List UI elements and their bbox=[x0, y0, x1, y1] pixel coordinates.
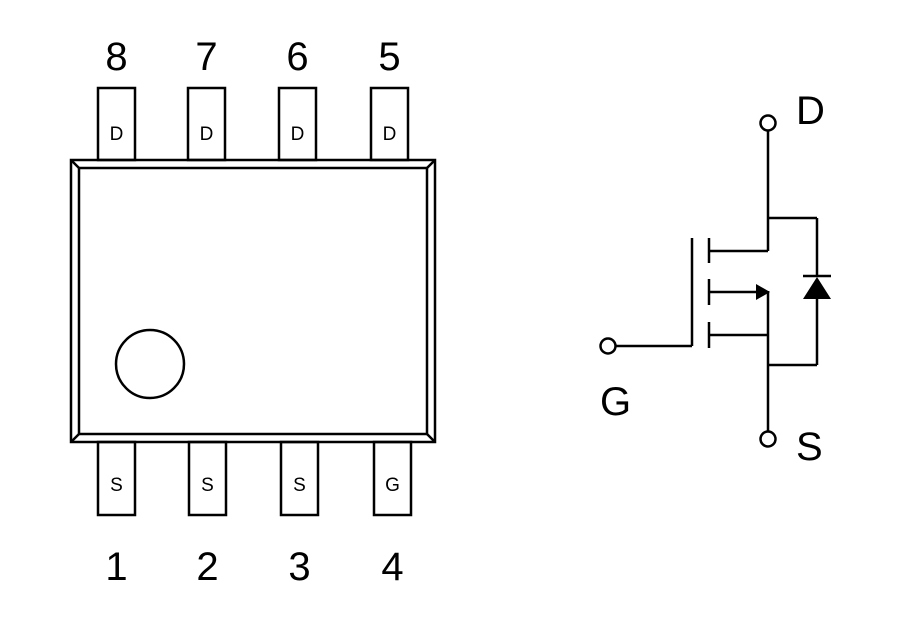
package-bevel bbox=[70, 159, 80, 169]
pin-number: 5 bbox=[378, 35, 400, 79]
bottom-pin-2: S 2 bbox=[187, 440, 228, 589]
pin-lead bbox=[279, 440, 320, 517]
source-terminal bbox=[759, 430, 777, 448]
pin-number: 3 bbox=[288, 545, 310, 589]
bottom-pin-3: S 3 bbox=[279, 440, 320, 589]
mosfet-symbol bbox=[599, 114, 831, 448]
top-pin-6: D 6 bbox=[277, 35, 318, 162]
top-pin-5: D 5 bbox=[369, 35, 410, 162]
package-bevel bbox=[426, 159, 436, 169]
pin-label: S bbox=[110, 475, 123, 496]
package-outer-edge bbox=[69, 158, 437, 444]
body-arrow-icon bbox=[756, 284, 770, 300]
pin-number: 7 bbox=[195, 35, 217, 79]
pin-number: 1 bbox=[105, 545, 127, 589]
bottom-pin-1: S 1 bbox=[96, 440, 137, 589]
pin-number: 8 bbox=[105, 35, 127, 79]
package-bevel bbox=[70, 433, 80, 443]
gate-terminal bbox=[599, 337, 617, 355]
pin-label: D bbox=[383, 124, 397, 145]
drain-terminal bbox=[759, 114, 777, 132]
pin-lead bbox=[186, 86, 227, 162]
pin1-marker-circle bbox=[114, 328, 186, 400]
pin-number: 6 bbox=[286, 35, 308, 79]
pin-lead bbox=[372, 440, 413, 517]
drain-label: D bbox=[796, 89, 825, 133]
pin-label: D bbox=[291, 124, 305, 145]
diode-triangle-icon bbox=[803, 277, 831, 299]
so8-package bbox=[69, 158, 437, 444]
pin-label: D bbox=[200, 124, 214, 145]
pin-label: D bbox=[110, 124, 124, 145]
pin-lead bbox=[277, 86, 318, 162]
bottom-pin-4: G 4 bbox=[372, 440, 413, 589]
package-bevel bbox=[426, 433, 436, 443]
pin-number: 4 bbox=[381, 545, 403, 589]
top-pin-7: D 7 bbox=[186, 35, 227, 162]
pin-label: S bbox=[293, 475, 306, 496]
gate-label: G bbox=[600, 380, 631, 424]
pin-lead bbox=[96, 440, 137, 517]
pin-number: 2 bbox=[196, 545, 218, 589]
package-inner-edge bbox=[77, 166, 429, 436]
pin-label: G bbox=[385, 475, 400, 496]
source-label: S bbox=[796, 425, 823, 469]
top-pin-8: D 8 bbox=[96, 35, 137, 162]
pin-lead bbox=[369, 86, 410, 162]
pin-label: S bbox=[201, 475, 214, 496]
pin-lead bbox=[187, 440, 228, 517]
pin-lead bbox=[96, 86, 137, 162]
